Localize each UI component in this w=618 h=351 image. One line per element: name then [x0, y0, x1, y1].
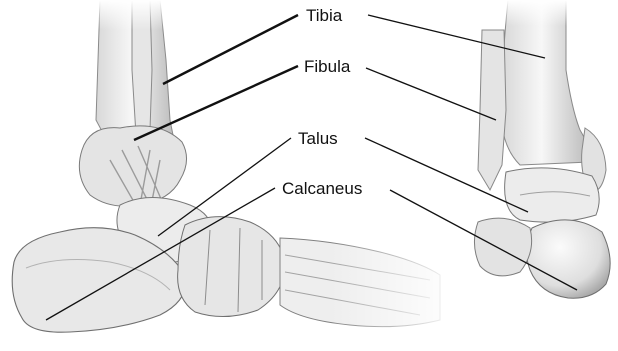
label-tibia: Tibia [306, 6, 343, 25]
label-fibula: Fibula [304, 57, 351, 76]
posterior-calcaneus [526, 220, 610, 298]
label-calcaneus: Calcaneus [282, 179, 362, 198]
fibula-leader-right [366, 68, 496, 120]
tibia-leader-left [163, 15, 298, 84]
lateral-midfoot [178, 217, 285, 317]
lateral-foot-illustration [12, 0, 460, 351]
labels: Tibia Fibula Talus Calcaneus [282, 6, 362, 198]
label-talus: Talus [298, 129, 338, 148]
lateral-ankle-joint [79, 126, 186, 206]
posterior-fibula [478, 30, 506, 190]
